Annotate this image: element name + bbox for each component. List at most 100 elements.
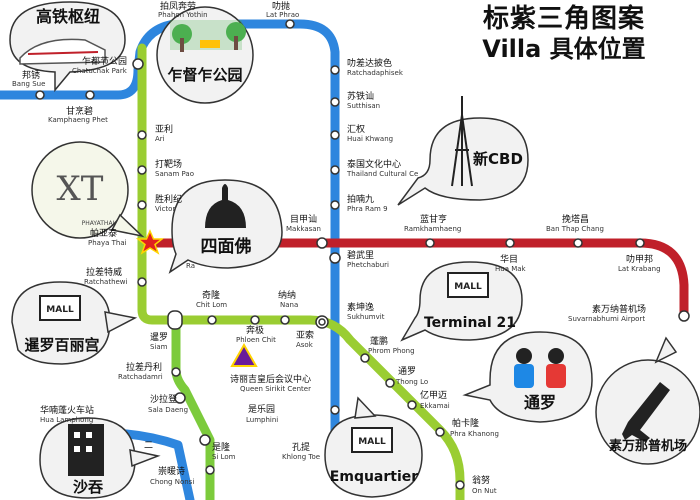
label-victory-cn: 胜利纪 [155, 193, 182, 205]
sukhumvit-line [137, 43, 465, 500]
station-dot-lat-krabang[interactable] [635, 238, 645, 248]
station-dot-phra-ram-9[interactable] [330, 200, 340, 210]
bubble-terminal-21[interactable]: MALL Terminal 21 [400, 261, 523, 342]
bubble-airport[interactable]: 素万那普机场 [595, 336, 700, 465]
label-on-nut-cn: 翁努 [472, 474, 490, 486]
mall-sign-text-t21: MALL [454, 282, 482, 292]
label-phahon-yothin-cn: 拍凤奔劳 [160, 0, 196, 12]
label-phrom-phong-en: Phrom Phong [368, 347, 415, 355]
bubble-label-siam-paragon: 暹罗百丽宫 [24, 336, 99, 354]
station-dot-asok[interactable] [318, 318, 326, 326]
blue-line [0, 19, 340, 475]
label-ratchathewi-en: Ratchathewi [84, 278, 128, 286]
bubble-chatuchak-park[interactable]: 乍督乍公园 [156, 6, 254, 104]
label-chatuchak-en: Chatuchak Park [72, 67, 128, 75]
mall-sign-icon-paragon [39, 295, 81, 321]
station-dot-chit-lom[interactable] [207, 315, 217, 325]
xt-logo-text: XT [57, 169, 104, 209]
station-dot-lat-phrao[interactable] [285, 19, 295, 29]
label-sala-daeng-cn: 沙拉登 [150, 393, 177, 405]
label-bang-sue-en: Bang Sue [12, 80, 45, 88]
buddha-statue-icon [205, 184, 246, 228]
station-dot-nana[interactable] [280, 315, 290, 325]
station-dot-ramkhamhaeng[interactable] [425, 238, 435, 248]
xt-sub-text: PHAYATHAI [82, 220, 115, 227]
bubble-label-terminal-21: Terminal 21 [424, 315, 516, 331]
label-hua-lamphong-en: Hua Lamphong [40, 416, 93, 424]
station-dot-sutthisan[interactable] [330, 97, 340, 107]
station-dot-ratchadamri[interactable] [171, 367, 181, 377]
station-dot-victory[interactable] [137, 200, 147, 210]
thai-figures-icon [514, 348, 566, 388]
label-ekkamai-cn: 亿甲迈 [420, 389, 447, 401]
station-dot-thailand-cultural[interactable] [330, 165, 340, 175]
station-dot-ekkamai[interactable] [407, 400, 417, 410]
station-dot-siam[interactable] [167, 310, 183, 330]
bubble-emquartier[interactable]: MALL Emquartier [324, 396, 423, 498]
station-dot-chong-nonsi[interactable] [205, 465, 215, 475]
label-victory-en: Victor [155, 205, 175, 213]
station-dot-phra-khanong[interactable] [435, 427, 445, 437]
station-dot-ratchadaphisek[interactable] [330, 65, 340, 75]
label-phahon-yothin-en: Phahon Yothin [158, 11, 208, 19]
station-labels: 邦锈 Bang Sue 甘烹碧 Kamphaeng Phet 乍都节公园 Cha… [12, 0, 661, 495]
station-dot-kamphaeng-phet[interactable] [85, 90, 95, 100]
station-dot-suvarnabhumi[interactable] [678, 310, 690, 322]
station-dot-ari[interactable] [137, 130, 147, 140]
bubble-label-new-cbd: 新CBD [473, 150, 523, 168]
bubble-sathorn[interactable]: 沙吞 [39, 417, 161, 499]
label-phetchaburi-cn: 碧武里 [347, 249, 374, 261]
station-dot-makkasan[interactable] [316, 237, 328, 249]
bubble-high-speed-rail[interactable]: 高铁枢纽 [9, 1, 126, 93]
airplane-icon [622, 382, 670, 442]
station-dot-on-nut[interactable] [455, 480, 465, 490]
bubble-new-cbd[interactable]: 新CBD [397, 96, 529, 206]
bubble-siam-paragon[interactable]: MALL 暹罗百丽宫 [11, 281, 138, 365]
station-dot-si-lom[interactable] [199, 434, 211, 446]
station-dot-thong-lo[interactable] [385, 378, 395, 388]
bubble-erawan-shrine[interactable]: 四面佛 [168, 179, 283, 274]
label-thong-lo-cn: 通罗 [398, 366, 416, 377]
label-hua-mak-en: Hua Mak [495, 265, 527, 273]
station-dot-sanam-pao[interactable] [137, 165, 147, 175]
label-chit-lom-cn: 奇隆 [202, 289, 220, 301]
station-dot-ratchathewi[interactable] [137, 277, 147, 287]
train-icon [19, 38, 106, 65]
label-sutthisan-en: Sutthisan [347, 102, 380, 110]
label-lumphini-cn: 是乐园 [248, 403, 275, 415]
label-ratchadamri-en: Ratchadamri [118, 373, 163, 381]
tower-icon [451, 96, 473, 187]
label-lat-krabang-cn: 叻甲邦 [626, 253, 653, 265]
building-icon [68, 424, 104, 476]
label-sutthisan-cn: 苏铁讪 [347, 90, 374, 102]
label-ekkamai-en: Ekkamai [420, 402, 450, 410]
label-suvarnabhumi-en: Suvarnabhumi Airport [568, 315, 645, 323]
station-dot-hua-mak[interactable] [505, 238, 515, 248]
station-dot-bang-sue[interactable] [35, 90, 45, 100]
station-dot-chatuchak[interactable] [132, 58, 144, 70]
bubble-thonglo[interactable]: 通罗 [462, 331, 593, 423]
label-hua-mak-cn: 华目 [500, 253, 518, 265]
label-phra-ram-9-en: Phra Ram 9 [347, 205, 388, 213]
mall-sign-icon [447, 272, 489, 298]
label-on-nut-en: On Nut [472, 487, 497, 495]
station-dot-huai-khwang[interactable] [330, 130, 340, 140]
title-line-2: Villa 具体位置 [482, 35, 646, 64]
label-makkasan-cn: 目甲讪 [290, 214, 317, 225]
station-dot-ban-thap-chang[interactable] [573, 238, 583, 248]
station-dot-phrom-phong[interactable] [360, 353, 370, 363]
label-phetchaburi-en: Phetchaburi [347, 261, 389, 269]
bubble-xt-phayathai[interactable]: XT PHAYATHAI [31, 141, 145, 239]
label-thailand-cultural-cn: 泰国文化中心 [347, 158, 401, 170]
label-huai-khwang-en: Huai Khwang [347, 135, 393, 143]
station-dot-phetchaburi[interactable] [329, 252, 341, 264]
label-ratchadamri-cn: 拉差丹利 [126, 361, 162, 373]
label-chong-nonsi-en: Chong Nonsi [150, 478, 194, 486]
station-dot-phloen-chit[interactable] [250, 315, 260, 325]
station-dot-lumphini[interactable] [330, 405, 340, 415]
label-phra-khanong-cn: 帕卡隆 [452, 417, 479, 429]
label-chit-lom-en: Chit Lom [196, 301, 227, 309]
station-dot-sala-daeng[interactable] [174, 392, 186, 404]
label-lat-phrao-cn: 叻抛 [272, 0, 290, 12]
